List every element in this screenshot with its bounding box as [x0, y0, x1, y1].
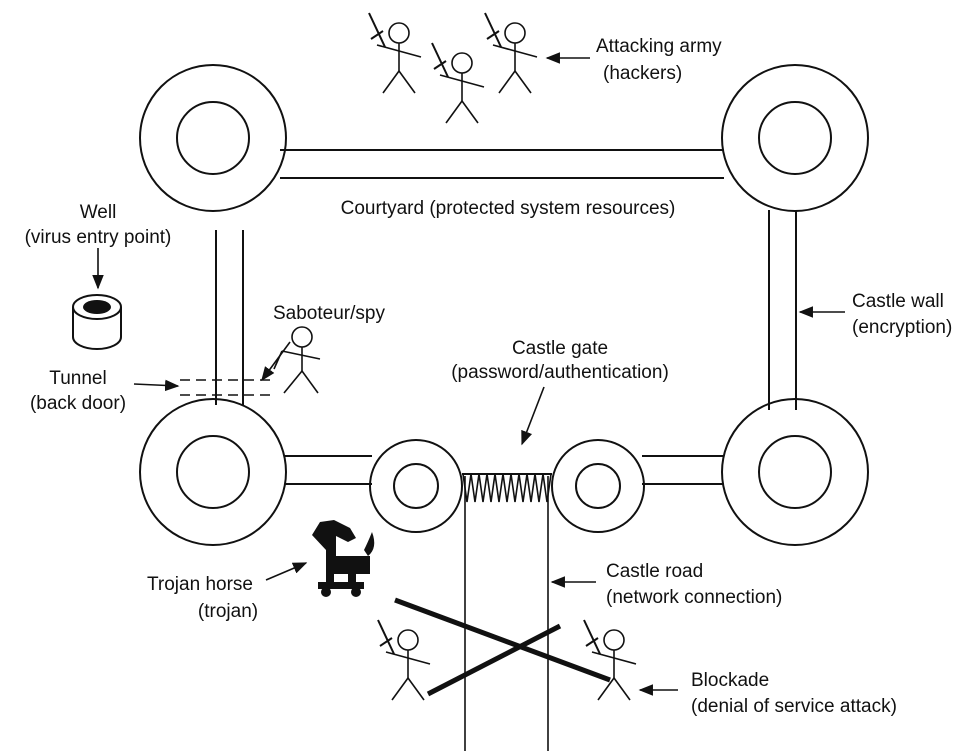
blockade-figure-left: [378, 620, 430, 700]
castle-gate-label-2: (password/authentication): [451, 362, 669, 383]
well-label-1: Well: [80, 202, 117, 223]
tunnel: [180, 380, 270, 395]
tower-top-right: [722, 65, 868, 211]
arrow-saboteur: [262, 342, 290, 380]
castle-wall-label-1: Castle wall: [852, 291, 944, 312]
hacker-figure-2: [432, 43, 484, 123]
castle-road-label-1: Castle road: [606, 561, 703, 582]
blockade-label-2: (denial of service attack): [691, 696, 897, 717]
trojan-horse-label-1: Trojan horse: [147, 574, 253, 595]
courtyard-label: Courtyard (protected system resources): [341, 198, 676, 219]
attacking-army-label-1: Attacking army: [596, 36, 722, 57]
blockade-label-1: Blockade: [691, 670, 769, 691]
arrow-trojan-horse: [266, 563, 306, 580]
saboteur-label: Saboteur/spy: [273, 303, 385, 324]
castle-wall-label-2: (encryption): [852, 317, 952, 338]
hacker-figure-3: [485, 13, 537, 93]
well-label-2: (virus entry point): [25, 227, 172, 248]
blockade-x: [395, 600, 610, 694]
tunnel-label-1: Tunnel: [49, 368, 106, 389]
gate-tower-right: [552, 440, 644, 532]
castle-road-label-2: (network connection): [606, 587, 782, 608]
trojan-horse-icon: [312, 520, 374, 597]
well-icon: [73, 295, 121, 349]
attacking-army-label-2: (hackers): [603, 63, 682, 84]
castle-gate: [462, 474, 552, 502]
arrow-castle-gate: [522, 387, 544, 444]
castle-road: [465, 476, 548, 751]
arrow-tunnel: [134, 384, 178, 386]
tower-bottom-left: [140, 399, 286, 545]
blockade-figure-right: [584, 620, 636, 700]
trojan-horse-label-2: (trojan): [198, 601, 258, 622]
castle-gate-label-1: Castle gate: [512, 338, 608, 359]
saboteur-figure: [274, 327, 320, 393]
tunnel-label-2: (back door): [30, 393, 126, 414]
hacker-figure-1: [369, 13, 421, 93]
tower-top-left: [140, 65, 286, 211]
gate-tower-left: [370, 440, 462, 532]
tower-bottom-right: [722, 399, 868, 545]
